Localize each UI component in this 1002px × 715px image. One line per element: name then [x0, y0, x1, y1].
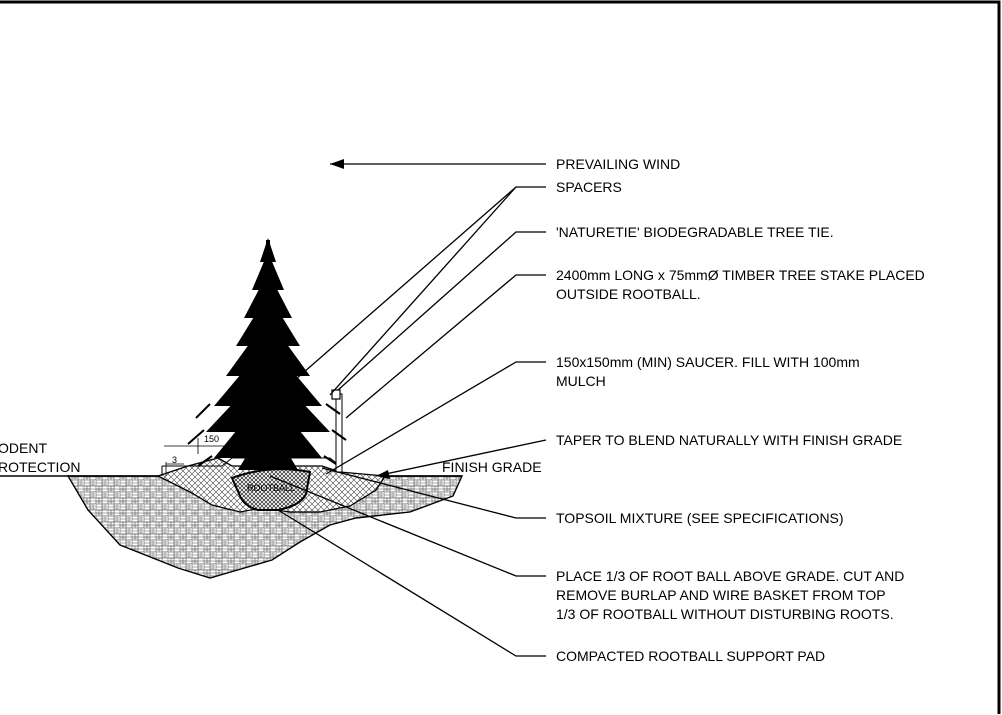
tree — [187, 238, 347, 470]
leader-lines — [269, 159, 547, 657]
planting-pit — [66, 475, 464, 579]
callout-saucer-line2: MULCH — [556, 373, 606, 389]
callout-texts: PREVAILING WIND SPACERS 'NATURETIE' BIOD… — [556, 156, 925, 664]
callout-tree-stake-line1: 2400mm LONG x 75mmØ TIMBER TREE STAKE PL… — [556, 267, 925, 283]
callout-tree-stake-line2: OUTSIDE ROOTBALL. — [556, 286, 701, 302]
callout-taper: TAPER TO BLEND NATURALLY WITH FINISH GRA… — [556, 432, 902, 448]
dimension-upper: 150 — [204, 434, 219, 444]
rodent-label-line2: ROTECTION — [0, 459, 80, 475]
callout-place-rootball-line1: PLACE 1/3 OF ROOT BALL ABOVE GRADE. CUT … — [556, 568, 904, 584]
dimension-line-lower — [165, 462, 184, 476]
rootball-label: ROOTBALL — [247, 483, 295, 493]
rodent-label-line1: ODENT — [0, 440, 47, 456]
dimension-lower: 3 — [172, 455, 177, 465]
callout-tree-tie: 'NATURETIE' BIODEGRADABLE TREE TIE. — [556, 224, 834, 240]
callout-saucer-line1: 150x150mm (MIN) SAUCER. FILL WITH 100mm — [556, 354, 860, 370]
callout-support-pad: COMPACTED ROOTBALL SUPPORT PAD — [556, 648, 825, 664]
callout-topsoil: TOPSOIL MIXTURE (SEE SPECIFICATIONS) — [556, 510, 844, 526]
tree-tie — [331, 389, 341, 400]
callout-prevailing-wind: PREVAILING WIND — [556, 156, 680, 172]
callout-place-rootball-line3: 1/3 OF ROOTBALL WITHOUT DISTURBING ROOTS… — [556, 606, 894, 622]
callout-spacers: SPACERS — [556, 179, 622, 195]
finish-grade-label: FINISH GRADE — [442, 459, 542, 475]
callout-place-rootball-line2: REMOVE BURLAP AND WIRE BASKET FROM TOP — [556, 587, 886, 603]
dimension-line-upper — [164, 438, 268, 454]
